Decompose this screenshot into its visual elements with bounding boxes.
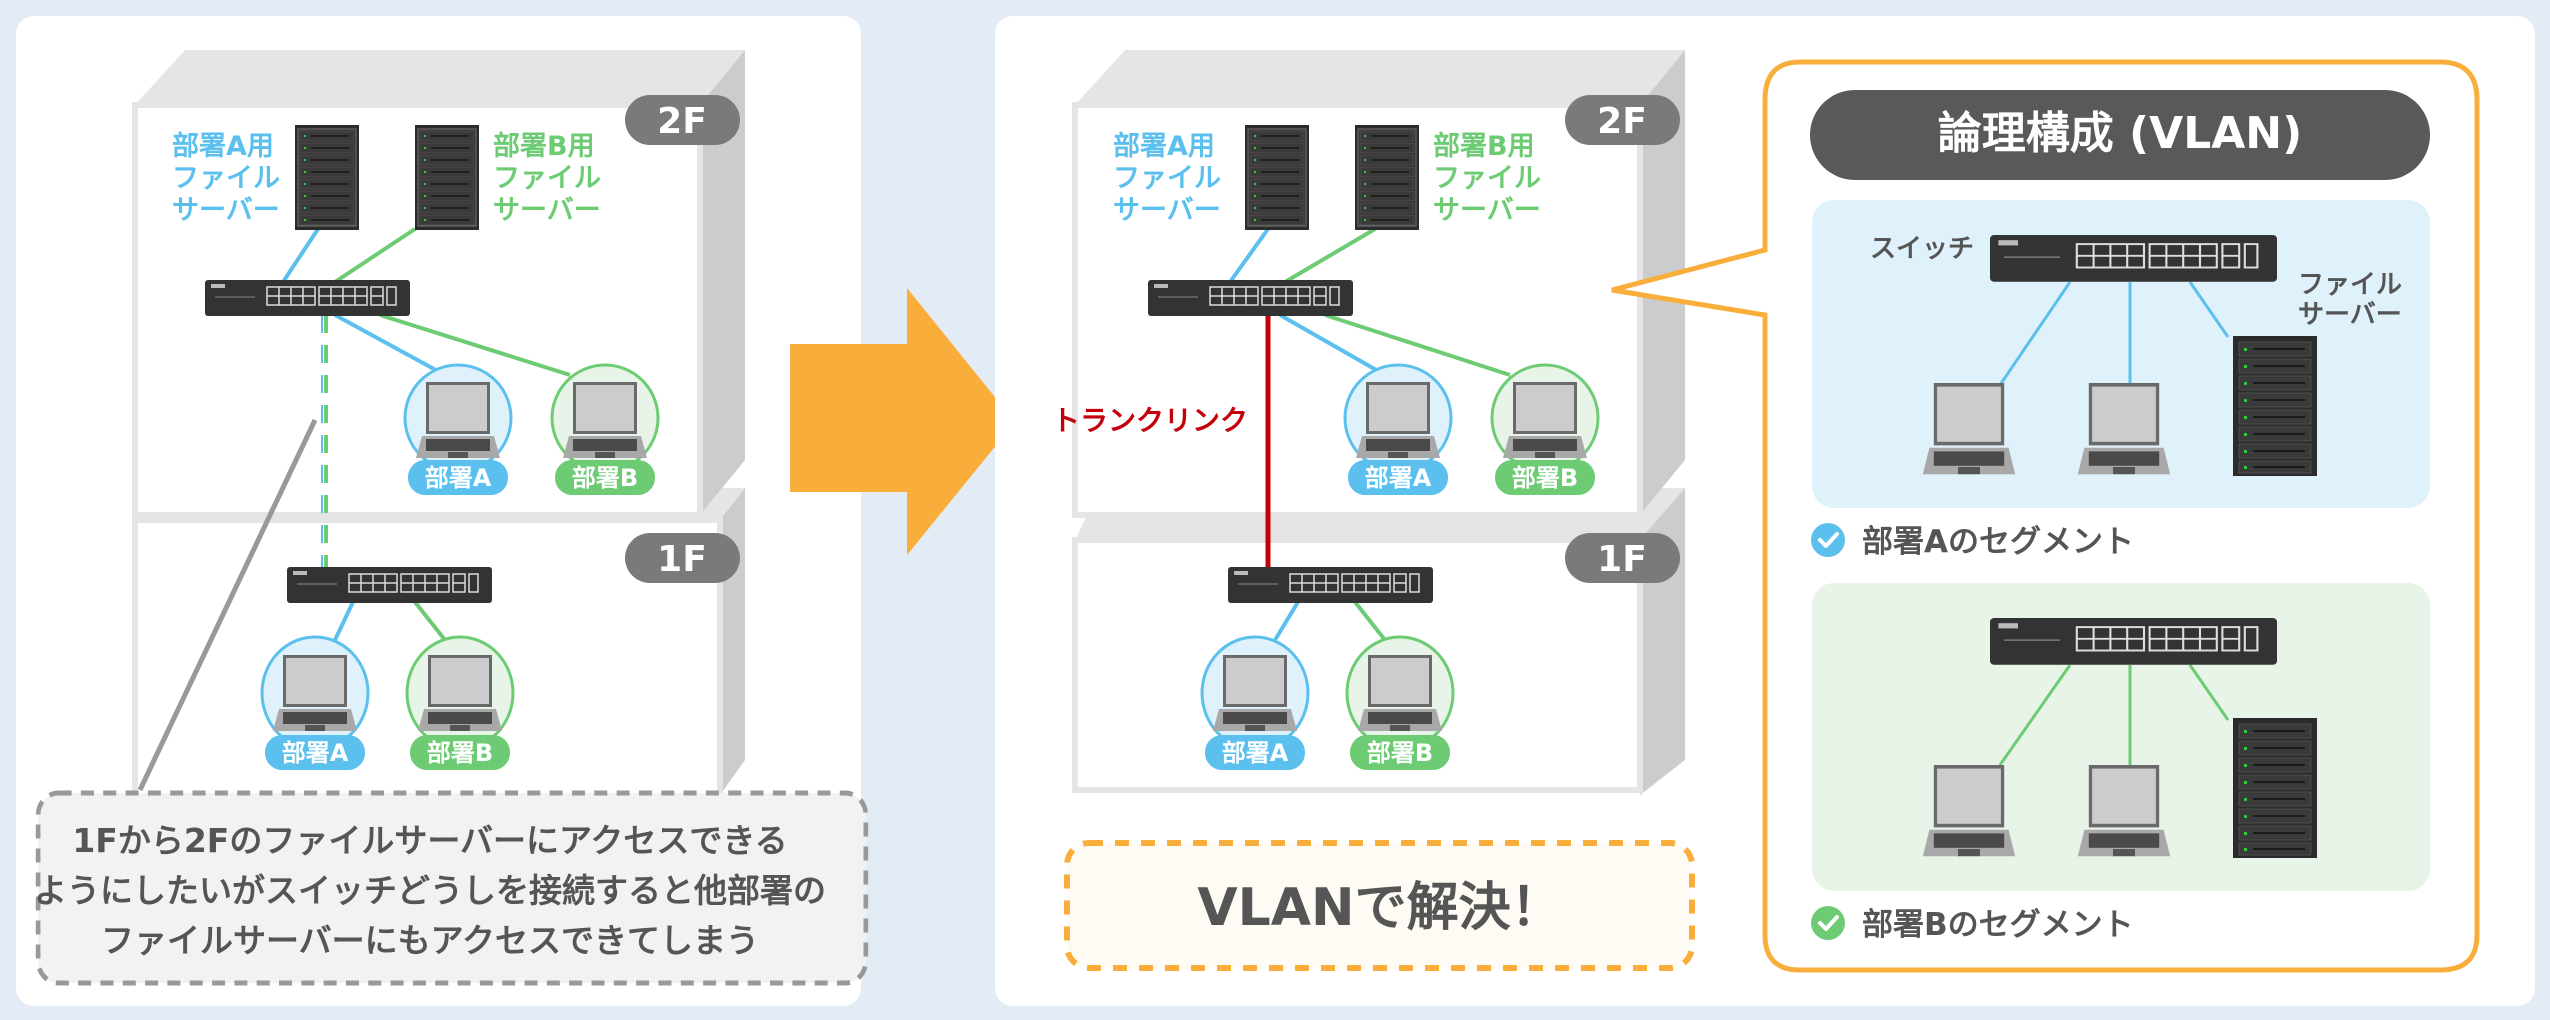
badge-dept-b: 部署B <box>1367 739 1433 767</box>
check-icon <box>1811 523 1845 557</box>
server-a-icon <box>1244 124 1310 231</box>
laptop-1f-b: 部署B <box>1345 635 1455 770</box>
laptop-icon <box>1922 765 2016 857</box>
arrow-right-icon <box>790 288 1015 555</box>
floor-2f-label: 2F <box>657 101 707 142</box>
laptop-icon <box>563 382 647 458</box>
svg-text:部署Aのセグメント: 部署Aのセグメント <box>1862 524 2134 560</box>
badge-dept-a: 部署A <box>425 464 492 492</box>
segment-a: スイッチ ファイル サーバー <box>1812 200 2430 508</box>
svg-text:ようにしたいがスイッチどうしを接続すると他部署の: ようにしたいがスイッチどうしを接続すると他部署の <box>34 871 826 910</box>
floor-2f-label: 2F <box>1597 101 1647 142</box>
badge-dept-a: 部署A <box>1365 464 1432 492</box>
laptop-icon <box>2077 383 2171 475</box>
after-panel: 2F 1F 部署A用 ファイル サーバー 部署B用 ファイル サーバー トランク… <box>995 16 2535 1006</box>
server-a-icon <box>294 124 360 231</box>
callout-pointer <box>137 418 318 792</box>
badge-dept-b: 部署B <box>1512 464 1578 492</box>
switch-1f-icon <box>1227 566 1434 604</box>
server-b-label: 部署B用 ファイル サーバー <box>493 130 601 226</box>
switch-1f-icon <box>286 566 493 604</box>
server-icon <box>2232 717 2318 859</box>
server-a-label: 部署A用 ファイル サーバー <box>172 130 280 226</box>
switch-label: スイッチ <box>1870 234 1974 264</box>
badge-dept-a: 部署A <box>282 739 349 767</box>
floor-badge-1f: 1F <box>625 533 740 583</box>
laptop-icon <box>2077 765 2171 857</box>
switch-2f-icon <box>204 279 411 317</box>
svg-text:ファイルサーバーにもアクセスできてしまう: ファイルサーバーにもアクセスできてしまう <box>101 921 759 960</box>
svg-text:部署A用: 部署A用 <box>1113 130 1215 162</box>
laptop-1f-b: 部署B <box>405 635 515 770</box>
laptop-icon <box>273 655 357 731</box>
floor-badge-2f: 2F <box>1565 95 1680 145</box>
solution-text: VLANで解決！ <box>1197 878 1562 938</box>
server-b-label: 部署B用 ファイル サーバー <box>1433 130 1541 226</box>
laptop-icon <box>418 655 502 731</box>
segment-b-caption: 部署Bのセグメント <box>1811 906 2134 943</box>
floor-badge-2f: 2F <box>625 95 740 145</box>
check-icon <box>1811 906 1845 940</box>
segment-a-caption: 部署Aのセグメント <box>1811 523 2134 560</box>
svg-text:ファイル: ファイル <box>172 163 280 194</box>
floor-1f-label: 1F <box>657 539 707 580</box>
svg-text:サーバー: サーバー <box>172 195 280 226</box>
laptop-icon <box>1356 382 1440 458</box>
solution-box: VLANで解決！ <box>1064 840 1695 971</box>
laptop-2f-a: 部署A <box>403 363 513 495</box>
laptop-1f-a: 部署A <box>260 635 370 770</box>
floor-badge-1f: 1F <box>1565 533 1680 583</box>
laptop-icon <box>416 382 500 458</box>
switch-2f-icon <box>1147 279 1354 317</box>
laptop-2f-b: 部署B <box>550 363 660 495</box>
laptop-icon <box>1922 383 2016 475</box>
floor-1f-label: 1F <box>1597 539 1647 580</box>
problem-note: 1Fから2Fのファイルサーバーにアクセスできる ようにしたいがスイッチどうしを接… <box>34 790 869 986</box>
server-b-icon <box>414 124 480 231</box>
server-label: サーバー <box>2298 300 2402 330</box>
server-label: ファイル <box>2298 270 2402 300</box>
laptop-1f-a: 部署A <box>1200 635 1310 770</box>
segment-b <box>1812 583 2430 891</box>
server-a-label: 部署A用 ファイル サーバー <box>1113 130 1221 226</box>
laptop-icon <box>1358 655 1442 731</box>
laptop-2f-b: 部署B <box>1490 363 1600 495</box>
laptop-2f-a: 部署A <box>1343 363 1453 495</box>
laptop-icon <box>1213 655 1297 731</box>
svg-text:部署B用: 部署B用 <box>1433 130 1535 162</box>
svg-text:ファイル: ファイル <box>493 163 601 194</box>
svg-text:ファイル: ファイル <box>1113 163 1221 194</box>
svg-text:部署A用: 部署A用 <box>172 130 274 162</box>
svg-text:部署Bのセグメント: 部署Bのセグメント <box>1862 907 2134 943</box>
logical-config-callout: 論理構成 (VLAN) スイッチ ファイル サーバー 部署Aのセグメント <box>1611 59 2480 973</box>
logical-title-pill: 論理構成 (VLAN) <box>1810 90 2430 180</box>
server-icon <box>2232 335 2318 477</box>
svg-text:部署B用: 部署B用 <box>493 130 595 162</box>
svg-text:1Fから2Fのファイルサーバーにアクセスできる: 1Fから2Fのファイルサーバーにアクセスできる <box>72 821 787 860</box>
badge-dept-b: 部署B <box>572 464 638 492</box>
switch-icon <box>1988 616 2279 666</box>
trunk-link-label: トランクリンク <box>1052 404 1248 437</box>
logical-title: 論理構成 (VLAN) <box>1938 108 2303 159</box>
svg-text:サーバー: サーバー <box>1433 195 1541 226</box>
server-b-icon <box>1354 124 1420 231</box>
svg-text:ファイル: ファイル <box>1433 163 1541 194</box>
badge-dept-b: 部署B <box>427 739 493 767</box>
laptop-icon <box>1503 382 1587 458</box>
badge-dept-a: 部署A <box>1222 739 1289 767</box>
switch-icon <box>1988 233 2279 283</box>
svg-text:サーバー: サーバー <box>493 195 601 226</box>
before-panel: 2F 1F 部署A用 ファイル サーバー 部署B用 ファイル サーバー <box>16 16 869 1006</box>
svg-text:サーバー: サーバー <box>1113 195 1221 226</box>
